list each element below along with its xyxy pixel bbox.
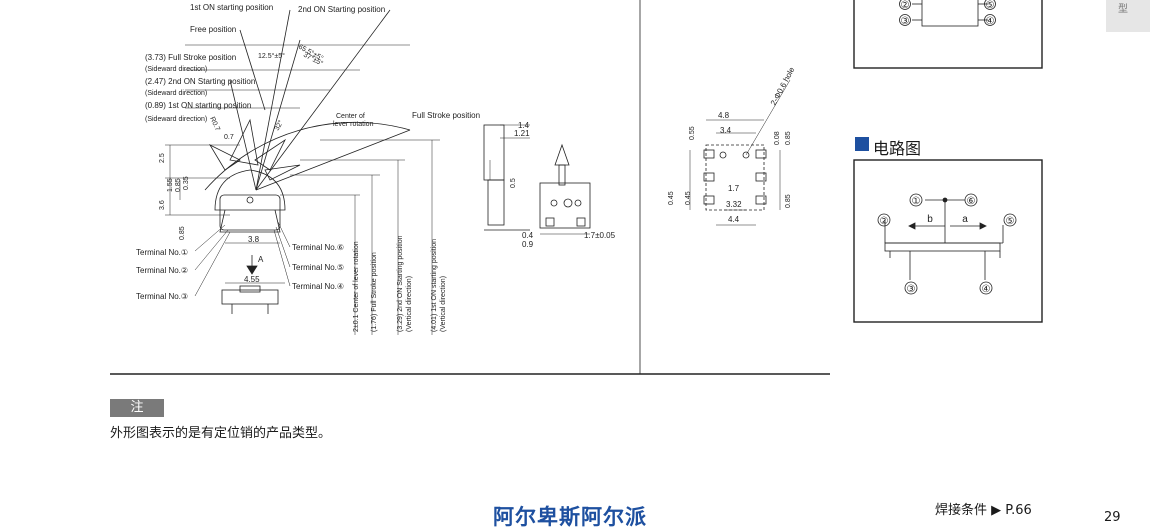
brand-name: 阿尔卑斯阿尔派 xyxy=(493,505,647,529)
side-tab-label: 型 xyxy=(1118,4,1128,15)
svg-text:3.8: 3.8 xyxy=(248,235,260,244)
label-1st-on: 1st ON starting position xyxy=(190,3,273,12)
third-view-body xyxy=(539,182,591,229)
svg-text:0.85: 0.85 xyxy=(179,226,186,240)
svg-text:②: ② xyxy=(880,216,889,227)
svg-text:0.55: 0.55 xyxy=(689,126,696,140)
svg-text:2±0.1 Center of lever rotation: 2±0.1 Center of lever rotation xyxy=(353,241,360,332)
svg-text:32°: 32° xyxy=(273,119,285,132)
svg-text:(Vertical direction): (Vertical direction) xyxy=(440,276,447,332)
svg-text:lever rotation: lever rotation xyxy=(333,121,374,128)
side-view-body xyxy=(483,124,505,181)
circuit-title: 电路图 xyxy=(873,139,922,158)
svg-text:12.5°±5°: 12.5°±5° xyxy=(258,52,285,60)
svg-text:③: ③ xyxy=(907,284,916,295)
terminal-4-label: Terminal No.④ xyxy=(292,282,344,291)
svg-text:a: a xyxy=(962,214,968,225)
svg-text:0.7: 0.7 xyxy=(224,134,234,141)
svg-text:1.21: 1.21 xyxy=(514,129,530,138)
svg-text:②: ② xyxy=(901,0,910,11)
svg-text:0.4: 0.4 xyxy=(522,231,534,240)
view-arrow-label: A xyxy=(258,255,264,264)
svg-text:(2.47) 2nd ON Starting positio: (2.47) 2nd ON Starting position xyxy=(145,77,255,86)
svg-text:1.4: 1.4 xyxy=(518,121,530,130)
svg-text:3.32: 3.32 xyxy=(726,200,742,209)
svg-text:③: ③ xyxy=(901,16,910,27)
terminal-3-label: Terminal No.③ xyxy=(136,292,188,301)
svg-text:0.85: 0.85 xyxy=(785,131,792,145)
svg-text:1.7: 1.7 xyxy=(728,184,740,193)
side-tab: 型 xyxy=(1106,0,1150,32)
note-text: 外形图表示的是有定位销的产品类型。 xyxy=(110,426,332,441)
svg-text:(3.73) Full Stroke position: (3.73) Full Stroke position xyxy=(145,53,236,62)
svg-text:0.9: 0.9 xyxy=(522,240,534,249)
svg-text:④: ④ xyxy=(986,16,995,27)
svg-text:⑤: ⑤ xyxy=(986,0,995,11)
svg-text:3.6: 3.6 xyxy=(159,200,166,210)
svg-text:4.4: 4.4 xyxy=(728,215,740,224)
svg-text:3.4: 3.4 xyxy=(720,126,732,135)
terminal-2-label: Terminal No.② xyxy=(136,266,188,275)
svg-text:(4.01) 1st ON starting positio: (4.01) 1st ON starting position xyxy=(431,239,438,332)
svg-text:④: ④ xyxy=(982,284,991,295)
svg-text:1.55: 1.55 xyxy=(167,178,174,192)
svg-text:(Sideward direction): (Sideward direction) xyxy=(145,66,207,73)
svg-text:①: ① xyxy=(912,196,921,207)
svg-text:0.08: 0.08 xyxy=(774,131,781,145)
svg-text:⑥: ⑥ xyxy=(967,196,976,207)
label-full-stroke: Full Stroke position xyxy=(412,111,480,120)
svg-text:(Sideward direction): (Sideward direction) xyxy=(145,116,207,123)
svg-text:0.35: 0.35 xyxy=(183,176,190,190)
svg-text:0.85: 0.85 xyxy=(175,178,182,192)
svg-text:⑤: ⑤ xyxy=(1006,216,1015,227)
terminal-6-label: Terminal No.⑥ xyxy=(292,243,344,252)
label-2nd-on: 2nd ON Starting position xyxy=(298,5,385,14)
svg-text:1.7±0.05: 1.7±0.05 xyxy=(584,231,616,240)
svg-text:(Vertical direction): (Vertical direction) xyxy=(406,276,413,332)
circuit-box xyxy=(853,159,1043,323)
svg-text:0.5: 0.5 xyxy=(510,178,517,188)
svg-text:4.55: 4.55 xyxy=(244,275,260,284)
hole-label: 2-Φ0.6 hole xyxy=(769,65,797,107)
note-badge: 注 xyxy=(110,399,164,417)
section-marker-icon xyxy=(855,137,869,151)
solder-condition-link[interactable]: 焊接条件 ▶ P.66 xyxy=(935,503,1032,518)
svg-text:(Sideward direction): (Sideward direction) xyxy=(145,90,207,97)
svg-text:Center of: Center of xyxy=(336,113,365,120)
stroke-arc xyxy=(204,121,411,191)
svg-text:4.8: 4.8 xyxy=(718,111,730,120)
svg-text:R0.7: R0.7 xyxy=(208,116,221,132)
svg-text:(0.89) 1st ON starting positio: (0.89) 1st ON starting position xyxy=(145,101,251,110)
actuator xyxy=(214,169,286,211)
svg-text:2.5: 2.5 xyxy=(159,153,166,163)
upper-box xyxy=(853,0,1043,69)
svg-text:0.45: 0.45 xyxy=(685,191,692,205)
svg-text:(3.29) 2nd ON Starting positio: (3.29) 2nd ON Starting position xyxy=(397,235,404,332)
label-free: Free position xyxy=(190,25,236,34)
svg-text:(1.76) Full Stroke position: (1.76) Full Stroke position xyxy=(371,252,378,332)
page-number: 29 xyxy=(1104,510,1121,525)
terminal-5-label: Terminal No.⑤ xyxy=(292,263,344,272)
svg-text:b: b xyxy=(927,214,933,225)
terminal-1-label: Terminal No.① xyxy=(136,248,188,257)
svg-text:0.85: 0.85 xyxy=(785,194,792,208)
svg-text:0.45: 0.45 xyxy=(668,191,675,205)
